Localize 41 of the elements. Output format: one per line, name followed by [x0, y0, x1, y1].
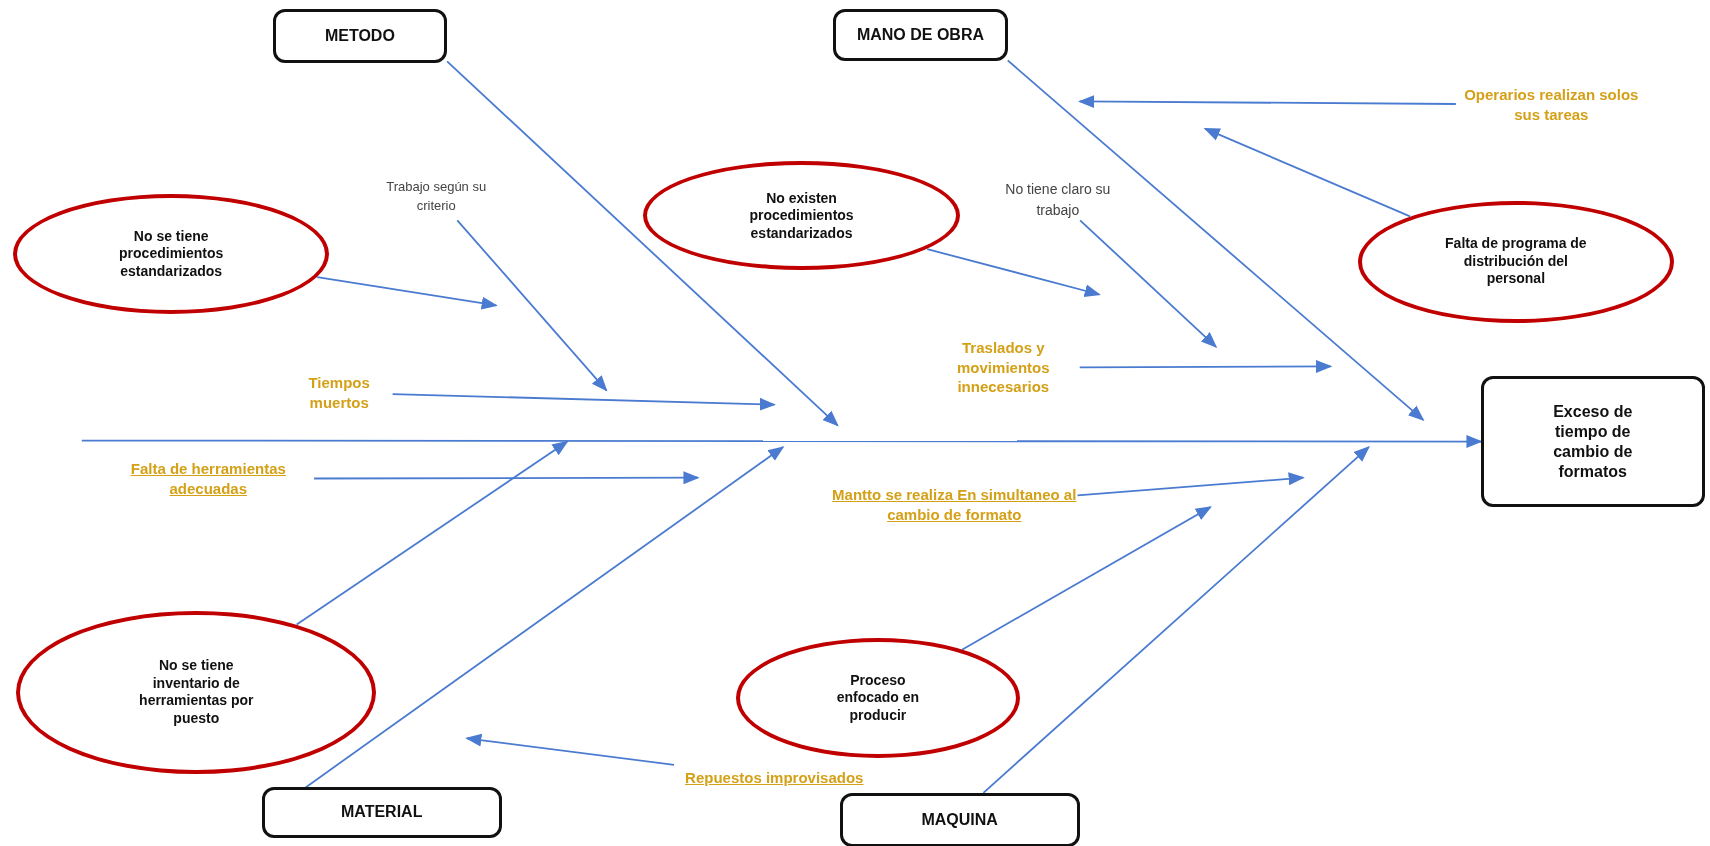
category-label: MATERIAL: [340, 802, 423, 823]
arrow: [313, 471, 700, 485]
arrow: [1203, 127, 1411, 218]
cause-text: No se tiene inventario de herramientas por puesto: [138, 657, 255, 728]
cause-text: Falta de programa de distribución del personal: [1444, 235, 1587, 288]
cause-text: Operarios realizan solos sus tareas: [1455, 76, 1647, 134]
spine-arrow: [80, 435, 1483, 449]
arrow: [961, 506, 1212, 651]
category-box: [839, 792, 1080, 846]
category-box: [272, 8, 448, 64]
arrow: [391, 393, 776, 411]
arrow: [1076, 472, 1305, 497]
category-box: [1480, 376, 1705, 508]
category-label: Exceso de tiempo de cambio de formatos: [1552, 401, 1634, 482]
category-label: METODO: [324, 25, 395, 46]
cause-text: Falta de herramientas adecuadas: [102, 453, 315, 504]
arrow: [304, 446, 785, 789]
category-label: MANO DE OBRA: [856, 24, 984, 45]
cause-text: Traslados y movimientos innecesarios: [926, 331, 1080, 404]
arrow: [926, 248, 1101, 298]
cause-text: Mantto se realiza En simultaneo al cambio de formato: [831, 468, 1078, 541]
arrow: [456, 219, 608, 392]
cause-text: No se tiene procedimientos estandarizados: [118, 227, 225, 281]
arrow: [1078, 359, 1333, 373]
arrow: [1006, 59, 1425, 421]
cause-text: Tiempos muertos: [285, 368, 393, 417]
arrow: [316, 276, 498, 310]
category-box: [261, 787, 502, 838]
sub-cause-text: Trabajo según su criterio: [365, 172, 508, 221]
arrow: [1078, 95, 1457, 108]
arrow: [1079, 219, 1218, 348]
category-label: MAQUINA: [921, 810, 998, 831]
cause-text: Proceso enfocado en producir: [835, 671, 921, 725]
sub-cause-text: No tiene claro su trabajo: [994, 178, 1122, 221]
cause-text: No existen procedimientos estandarizados: [748, 189, 855, 243]
cause-text: Repuestos improvisados: [673, 750, 875, 805]
arrow: [295, 440, 569, 626]
category-box: [833, 8, 1008, 62]
arrow: [446, 60, 839, 427]
arrow: [982, 446, 1370, 794]
arrow: [465, 733, 675, 766]
